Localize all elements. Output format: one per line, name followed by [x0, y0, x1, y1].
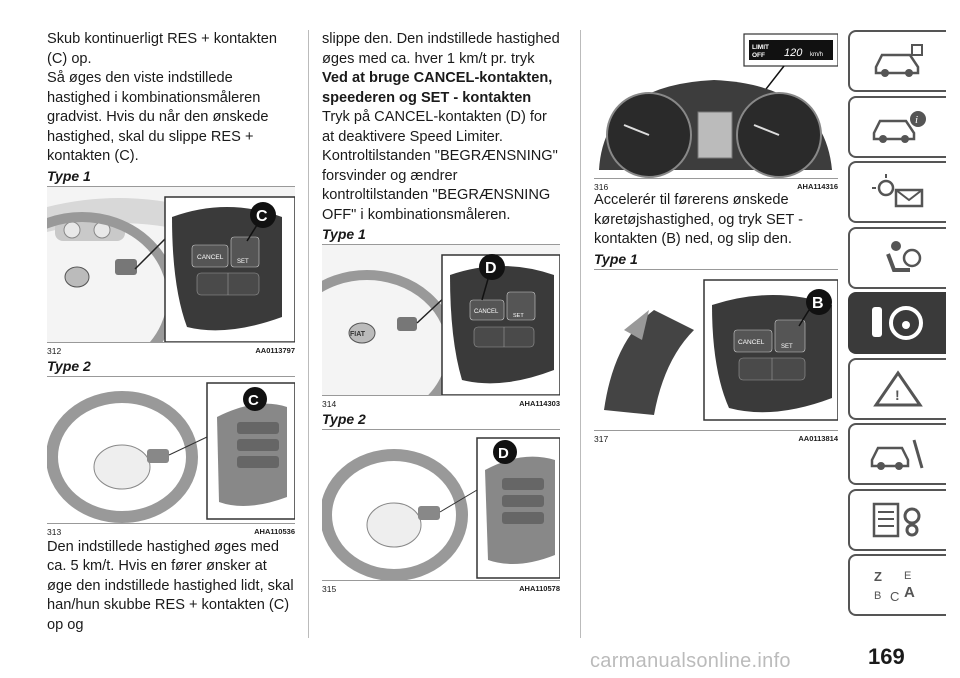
paragraph: slippe den. Den indstillede hastighed øg… [322, 31, 560, 67]
figure-number: 316 [594, 182, 609, 192]
figure-caption: 313 AHA110536 [47, 527, 295, 537]
badge-letter: D [498, 445, 509, 462]
figure-312: CANCEL SET C 312 AA0113797 [47, 185, 295, 356]
speed-readout: 120 [784, 47, 803, 59]
instrument-cluster-illustration: LIMIT OFF 120 km/h [594, 30, 838, 178]
set-label: SET [237, 259, 249, 265]
column-3: LIMIT OFF 120 km/h 316 AHA114316 Acceler… [594, 30, 838, 445]
column-1: Skub kontinuerligt RES + kontakten (C) o… [47, 30, 295, 635]
figure-code: AHA114303 [519, 399, 560, 408]
off-label: OFF [752, 52, 765, 59]
column-divider [308, 30, 309, 638]
figure-code: AHA110536 [254, 526, 295, 536]
svg-text:!: ! [895, 387, 900, 403]
type-heading: Type 2 [47, 357, 91, 374]
figure-315: D 315 AHA110578 [322, 429, 560, 594]
figure-number: 313 [47, 526, 62, 537]
section-heading: Ved at bruge CANCEL-kontakten, speederen… [322, 70, 553, 106]
type-heading: Type 1 [47, 167, 91, 184]
type-heading: Type 2 [322, 411, 366, 427]
badge-letter: C [248, 392, 259, 409]
figure-number: 312 [47, 345, 62, 356]
page-number: 169 [868, 644, 905, 669]
set-label: SET [513, 313, 524, 319]
cancel-label: CANCEL [197, 254, 224, 261]
figure-caption: 316 AHA114316 [594, 182, 838, 192]
figure-code: AHA114316 [797, 182, 838, 191]
steering-switch-illustration: CANCEL SET B [594, 269, 838, 430]
car-tools-icon[interactable] [848, 423, 946, 485]
type-heading: Type 1 [594, 250, 638, 267]
key-steering-wheel-icon[interactable] [848, 292, 946, 354]
steering-switch-illustration: FIAT CANCEL SET D [322, 245, 560, 395]
badge-letter: B [812, 295, 824, 312]
paragraph: Accelerér til førerens ønskede køretøjsh… [594, 192, 803, 247]
paragraph: Så øges den viste indstillede hastighed … [47, 70, 269, 164]
warning-triangle-car-icon[interactable]: ! [848, 357, 946, 420]
fiat-logo-text: FIAT [350, 331, 366, 338]
figure-caption: 315 AHA110578 [322, 584, 560, 594]
limit-label: LIMIT [752, 44, 769, 51]
callout-badge [479, 254, 505, 280]
badge-letter: C [256, 208, 268, 225]
figure-caption: 317 AA0113814 [594, 434, 838, 444]
svg-text:i: i [915, 114, 918, 126]
watermark: carmanualsonline.info [590, 650, 791, 672]
figure-code: AA0113797 [255, 345, 295, 355]
figure-number: 315 [322, 584, 337, 594]
svg-text:A: A [904, 584, 915, 601]
figure-317: CANCEL SET B 317 AA0113814 [594, 268, 838, 444]
figure-caption: 314 AHA114303 [322, 399, 560, 409]
unit-label: km/h [810, 52, 823, 58]
callout-badge [250, 201, 276, 228]
figure-316: LIMIT OFF 120 km/h 316 AHA114316 [594, 30, 838, 192]
figure-313: C 313 AHA110536 [47, 375, 295, 537]
svg-text:Z: Z [874, 569, 882, 584]
lights-message-icon[interactable] [848, 161, 946, 223]
car-info-icon[interactable] [848, 30, 946, 92]
paragraph: Tryk på CANCEL-kontakten (D) for at deak… [322, 109, 547, 145]
callout-badge [493, 440, 517, 464]
paragraph: Skub kontinuerligt RES + kontakten (C) o… [47, 31, 277, 67]
cancel-label: CANCEL [474, 309, 499, 315]
airbag-seat-icon[interactable] [848, 226, 946, 289]
steering-wheel-illustration: C [47, 376, 295, 523]
steering-switch-illustration: CANCEL SET C [47, 186, 295, 342]
figure-number: 314 [322, 399, 337, 409]
svg-text:E: E [904, 570, 911, 582]
figure-code: AHA110578 [519, 584, 560, 593]
steering-wheel-illustration: D [322, 430, 560, 580]
paragraph: Den indstillede hastighed øges med ca. 5… [47, 538, 294, 633]
figure-code: AA0113814 [798, 433, 838, 443]
type-heading: Type 1 [322, 226, 366, 242]
figure-314: FIAT CANCEL SET D 314 AHA114303 [322, 244, 560, 409]
column-2: slippe den. Den indstillede hastighed øg… [322, 30, 560, 595]
figure-caption: 312 AA0113797 [47, 346, 295, 356]
callout-badge [806, 288, 832, 315]
figure-number: 317 [594, 433, 609, 444]
svg-text:C: C [890, 589, 899, 604]
cancel-label: CANCEL [738, 339, 765, 346]
paragraph: Kontroltilstanden "BEGRÆNSNING" forsvind… [322, 148, 558, 223]
badge-letter: D [485, 260, 497, 277]
spec-gears-icon[interactable] [848, 488, 946, 551]
set-label: SET [781, 344, 793, 350]
svg-text:B: B [874, 590, 881, 602]
callout-badge [243, 386, 267, 411]
column-divider [580, 30, 581, 638]
car-warning-info-icon[interactable]: i [848, 95, 946, 158]
